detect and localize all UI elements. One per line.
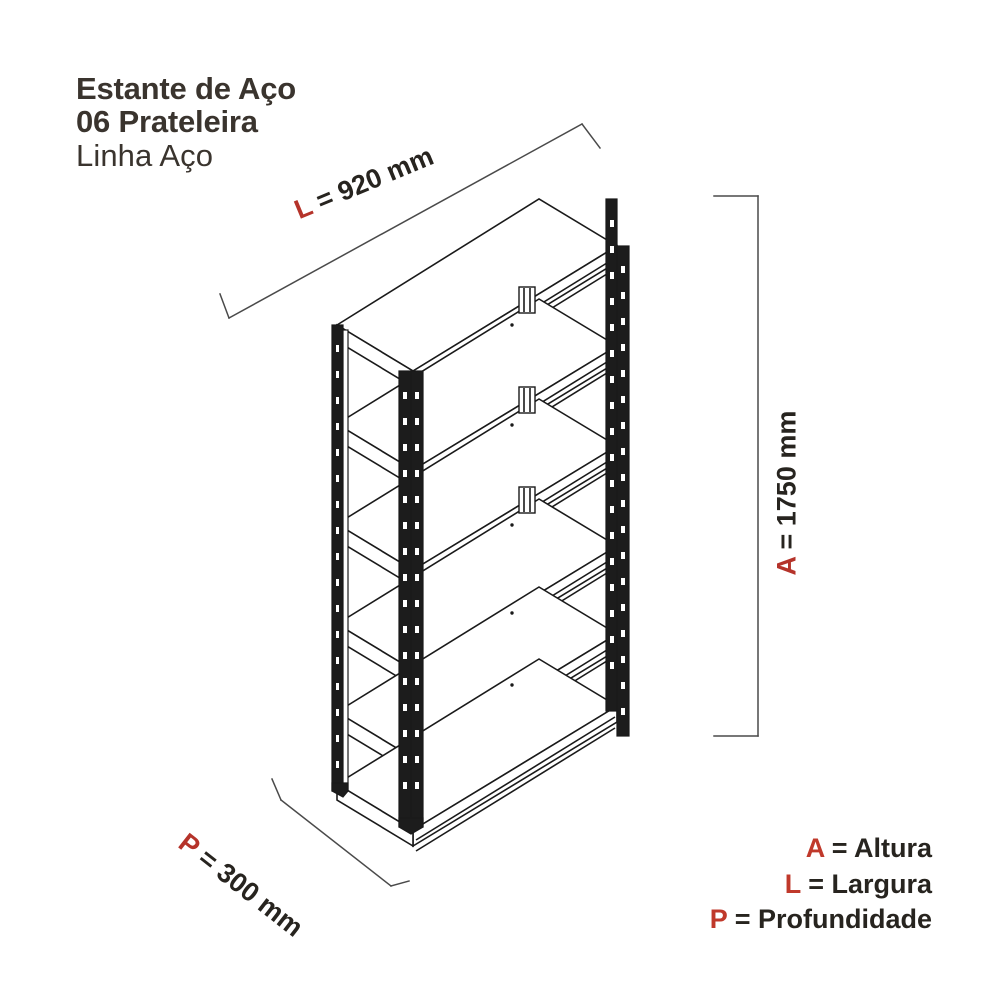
title-line-2: 06 Prateleira: [76, 104, 258, 140]
legend-key-a: A: [805, 833, 825, 864]
rivet-marks: [510, 323, 514, 687]
dimension-bracket-width: [219, 122, 602, 320]
title-line-3: Linha Aço: [76, 137, 214, 173]
page-title: Estante de Aço 06 Prateleira Linha Aço: [76, 71, 496, 173]
dimension-key-height: A: [771, 557, 802, 576]
upright-post-back-right: [605, 198, 618, 712]
upright-post-back-left: [331, 324, 349, 792]
foot-back-left: [331, 782, 349, 798]
dimension-bracket-height: [713, 195, 759, 737]
upright-post-front-right: [616, 245, 630, 737]
legend-row-altura: A = Altura: [710, 831, 932, 867]
legend-text-a: = Altura: [824, 833, 932, 864]
title-line-1: Estante de Aço: [76, 71, 296, 106]
legend-text-p: = Profundidade: [727, 904, 932, 935]
legend-key-l: L: [784, 868, 801, 899]
dimension-label-height: A = 1750 mm: [772, 411, 803, 576]
legend-text-l: = Largura: [800, 868, 932, 899]
shelving-unit: [331, 198, 630, 852]
legend-row-profundidade: P = Profundidade: [710, 902, 932, 938]
dimension-legend: A = Altura L = Largura P = Profundidade: [710, 831, 932, 938]
dimension-brackets: [219, 122, 759, 888]
upright-post-front-left: [398, 370, 424, 835]
legend-row-largura: L = Largura: [710, 867, 932, 903]
dimension-bracket-depth: [271, 778, 410, 888]
dimension-value-height: = 1750 mm: [771, 410, 802, 557]
legend-key-p: P: [709, 904, 728, 935]
